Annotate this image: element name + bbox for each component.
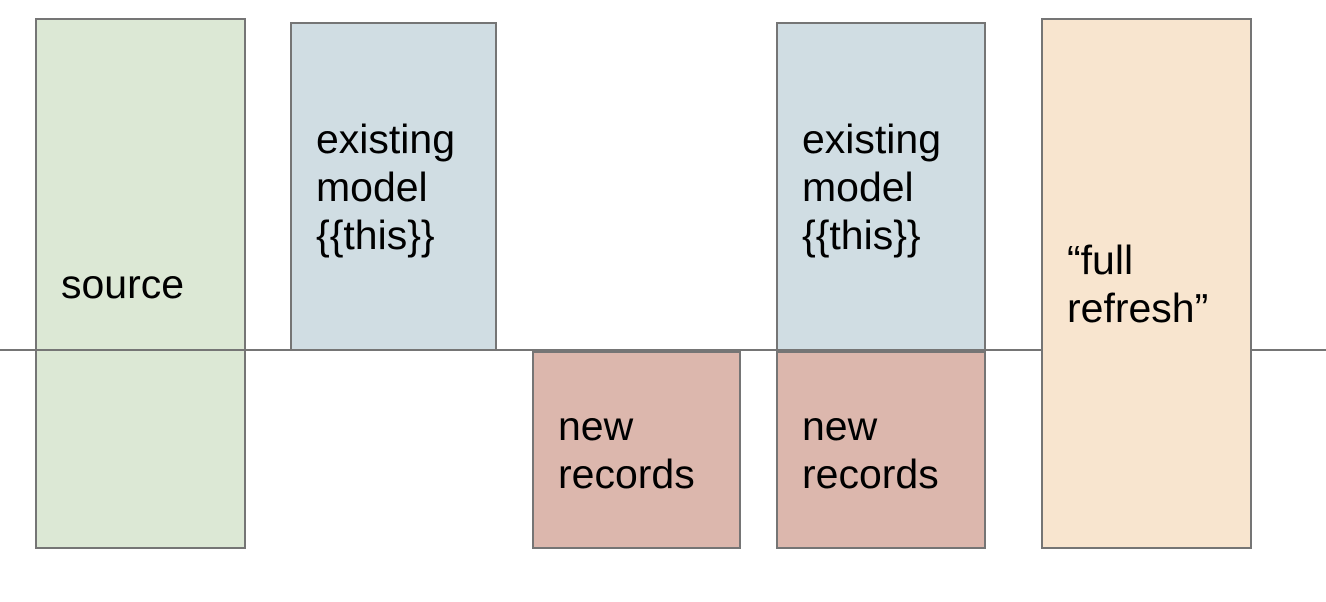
- new-records-box-1-label: new records: [558, 403, 695, 497]
- existing-model-box-2: existing model {{this}}: [776, 22, 986, 351]
- full-refresh-box-label: “full refresh”: [1067, 236, 1209, 331]
- new-records-box-2: new records: [776, 351, 986, 549]
- source-box-label: source: [61, 260, 185, 307]
- existing-model-box-2-label: existing model {{this}}: [802, 115, 942, 258]
- source-box: source: [35, 18, 246, 549]
- full-refresh-box: “full refresh”: [1041, 18, 1252, 549]
- timeline-divider-line: [0, 349, 1326, 351]
- new-records-box-1: new records: [532, 351, 741, 549]
- existing-model-box-1: existing model {{this}}: [290, 22, 497, 351]
- new-records-box-2-label: new records: [802, 403, 939, 497]
- existing-model-box-1-label: existing model {{this}}: [316, 115, 456, 258]
